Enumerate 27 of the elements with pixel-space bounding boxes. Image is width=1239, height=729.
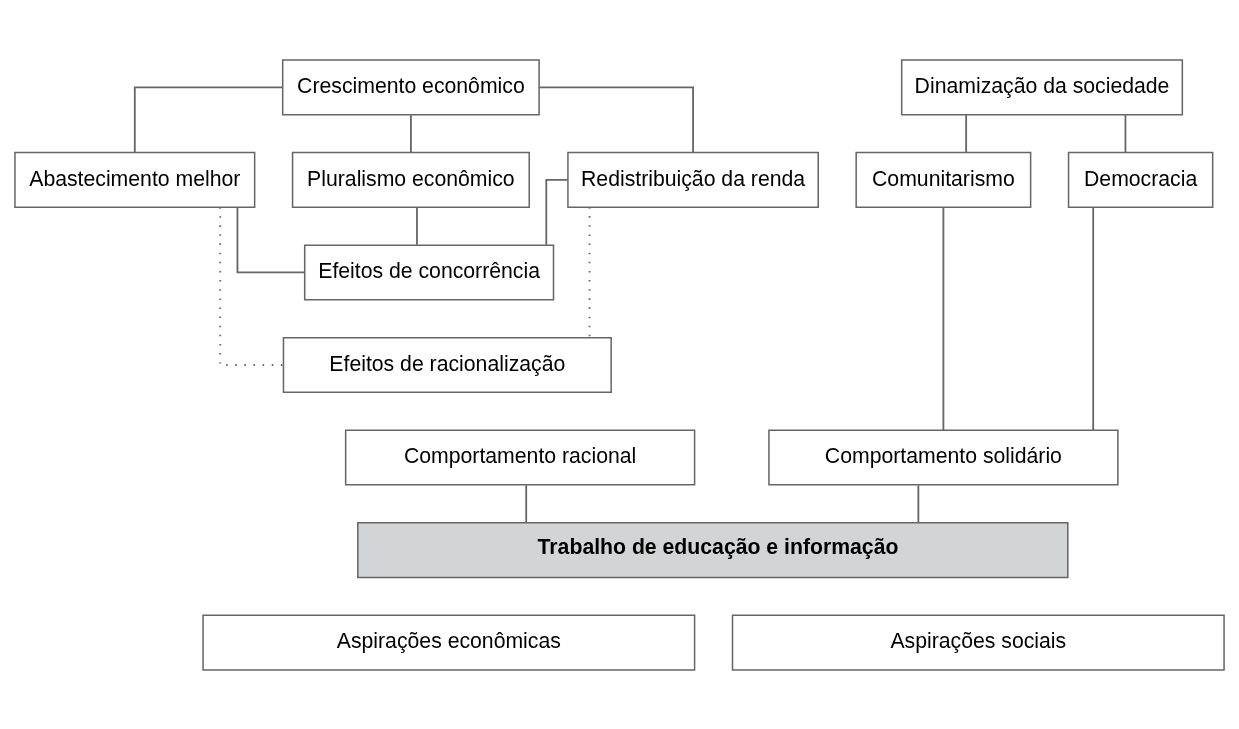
connector [965, 113, 968, 153]
connector [538, 85, 694, 153]
connector [219, 205, 284, 366]
connector [1124, 113, 1127, 153]
node-box: Comportamento solidário [768, 428, 1119, 486]
node-box: Efeitos de racionalização [282, 336, 612, 393]
node-box: Trabalho de educação e informação [357, 521, 1069, 578]
node-box: Redistribuição da renda [567, 151, 819, 208]
node-box: Aspirações sociais [731, 614, 1225, 671]
connector [133, 85, 284, 153]
connector [236, 206, 306, 273]
connector [1092, 206, 1095, 431]
connector [416, 206, 418, 246]
connector [917, 483, 920, 523]
node-box: Aspirações econômicas [202, 614, 696, 671]
node-box: Abastecimento melhor [14, 151, 256, 208]
connector [942, 206, 945, 431]
node-box: Pluralismo econômico [291, 151, 530, 208]
node-box: Democracia [1067, 151, 1214, 208]
node-box: Dinamização da sociedade [900, 58, 1184, 115]
node-box: Crescimento econômico [281, 58, 540, 115]
node-box: Efeitos de concorrência [303, 243, 555, 301]
node-box: Comportamento racional [344, 428, 696, 486]
connector [525, 483, 528, 523]
node-box: Comunitarismo [855, 151, 1032, 208]
connector [410, 113, 412, 153]
connector [545, 178, 569, 246]
